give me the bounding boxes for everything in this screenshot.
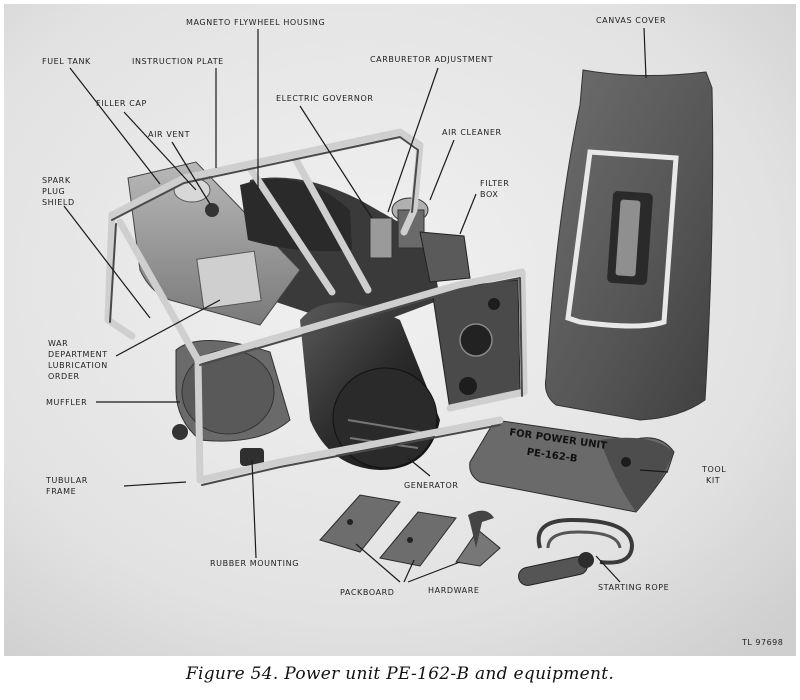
canvas-cover: [545, 69, 714, 421]
label-spark-plug-shield-1: SPARK: [42, 176, 71, 185]
label-hardware: HARDWARE: [428, 586, 480, 595]
label-air-cleaner: AIR CLEANER: [442, 128, 502, 137]
label-tubular-frame-1: TUBULAR: [45, 476, 88, 485]
label-air-vent: AIR VENT: [148, 130, 190, 139]
label-magneto-flywheel-housing: MAGNETO FLYWHEEL HOUSING: [186, 18, 325, 27]
figure-caption: Figure 54. Power unit PE-162-B and equip…: [185, 664, 615, 684]
label-war-department-2: DEPARTMENT: [48, 350, 108, 359]
label-packboard: PACKBOARD: [340, 588, 395, 597]
label-spark-plug-shield-3: SHIELD: [42, 198, 75, 207]
leader-lines: [63, 27, 669, 583]
tubular-frame: [104, 128, 528, 484]
label-tool-kit-2: KIT: [706, 476, 720, 485]
label-war-department-1: WAR: [48, 339, 68, 348]
power-unit: [127, 161, 521, 470]
tubular-frame-shadow: [109, 136, 523, 486]
callout-labels: FUEL TANK INSTRUCTION PLATE MAGNETO FLYW…: [42, 16, 726, 597]
label-carburetor-adjustment: CARBURETOR ADJUSTMENT: [370, 55, 493, 64]
label-war-department-4: ORDER: [48, 372, 80, 381]
photo-id: TL 97698: [742, 638, 784, 647]
label-rubber-mounting: RUBBER MOUNTING: [210, 559, 299, 568]
label-instruction-plate: INSTRUCTION PLATE: [132, 57, 224, 66]
label-tubular-frame-2: FRAME: [46, 487, 76, 496]
label-generator: GENERATOR: [404, 481, 459, 490]
starting-rope: [518, 517, 635, 586]
label-filler-cap: FILLER CAP: [96, 99, 147, 108]
label-war-department-3: LUBRICATION: [48, 361, 108, 370]
label-starting-rope: STARTING ROPE: [598, 583, 669, 592]
packboard-hardware: [319, 494, 501, 567]
label-muffler: MUFFLER: [46, 398, 87, 407]
label-tool-kit-1: TOOL: [701, 465, 726, 474]
label-spark-plug-shield-2: PLUG: [42, 187, 65, 196]
label-filter-box-2: BOX: [480, 190, 498, 199]
label-fuel-tank: FUEL TANK: [42, 57, 91, 66]
label-filter-box-1: FILTER: [480, 179, 509, 188]
label-electric-governor: ELECTRIC GOVERNOR: [276, 94, 374, 103]
tool-kit: [469, 419, 675, 513]
label-canvas-cover: CANVAS COVER: [596, 16, 666, 25]
